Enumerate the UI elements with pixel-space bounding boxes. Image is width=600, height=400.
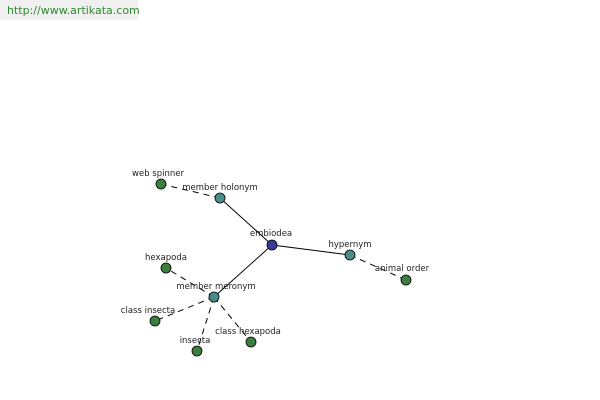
edge-embiodea-member-meronym <box>213 244 273 298</box>
label-class-hexapoda[interactable]: class hexapoda <box>215 327 281 337</box>
edge-member-meronym-insecta <box>196 296 215 352</box>
edge-embiodea-member-holonym <box>219 197 273 246</box>
node-member-meronym[interactable] <box>208 291 220 303</box>
node-class-hexapoda[interactable] <box>245 336 257 348</box>
node-web-spinner[interactable] <box>155 178 167 190</box>
node-hypernym[interactable] <box>344 249 356 261</box>
label-hexapoda[interactable]: hexapoda <box>145 253 187 263</box>
node-hexapoda[interactable] <box>160 262 172 274</box>
node-embiodea[interactable] <box>266 239 278 251</box>
node-insecta[interactable] <box>191 345 203 357</box>
label-hypernym[interactable]: hypernym <box>328 240 371 250</box>
node-animal-order[interactable] <box>400 274 412 286</box>
label-class-insecta[interactable]: class insecta <box>121 306 175 316</box>
label-member-holonym[interactable]: member holonym <box>182 183 257 193</box>
node-class-insecta[interactable] <box>149 315 161 327</box>
url-bar: http://www.artikata.com <box>0 0 140 20</box>
label-embiodea[interactable]: embiodea <box>250 229 292 239</box>
label-member-meronym[interactable]: member meronym <box>176 282 255 292</box>
label-web-spinner[interactable]: web spinner <box>132 169 184 179</box>
edge-member-meronym-hexapoda <box>165 267 215 298</box>
edge-embiodea-hypernym <box>271 244 351 256</box>
edge-member-meronym-class-hexapoda <box>213 296 252 343</box>
node-member-holonym[interactable] <box>214 192 226 204</box>
label-insecta[interactable]: insecta <box>180 336 211 346</box>
label-animal-order[interactable]: animal order <box>375 264 430 274</box>
site-url-link[interactable]: http://www.artikata.com <box>7 4 140 17</box>
